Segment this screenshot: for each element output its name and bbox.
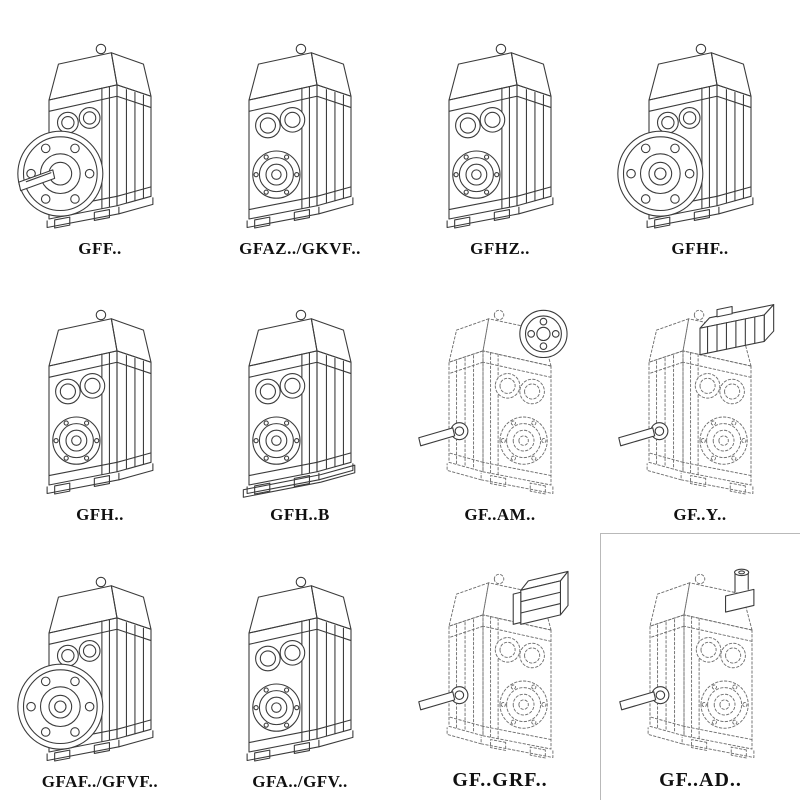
- product-model-label: GFA../GFV..: [252, 771, 348, 791]
- phantom-input-shaft-gearbox-drawing: [606, 562, 796, 766]
- phantom-motor-gearbox-drawing: [605, 298, 795, 502]
- product-cell: GF..AD..: [600, 533, 800, 800]
- product-cell: GFH..: [0, 267, 200, 534]
- flange-shaft-gearbox-drawing: [5, 32, 195, 236]
- product-model-label: GF..Y..: [673, 505, 727, 525]
- product-model-label: GF..GRF..: [452, 768, 548, 791]
- product-cell: GFH..B: [200, 267, 400, 534]
- product-model-label: GFHZ..: [470, 238, 530, 258]
- phantom-adapter-gearbox-drawing: [405, 562, 595, 766]
- product-cell: GF..AM..: [400, 267, 600, 534]
- front-bores-gearbox-drawing: [5, 298, 195, 502]
- product-model-label: GFH..: [76, 505, 124, 525]
- front-bores-gearbox-drawing: [205, 565, 395, 769]
- flange-hollow-gearbox-drawing: [605, 32, 795, 236]
- product-cell: GFHZ..: [400, 0, 600, 267]
- product-cell: GFHF..: [600, 0, 800, 267]
- product-model-label: GF..AD..: [659, 768, 742, 791]
- product-model-label: GFH..B: [270, 505, 330, 525]
- front-bores-foot-gearbox-drawing: [205, 298, 395, 502]
- product-cell: GFAF../GFVF..: [0, 533, 200, 800]
- product-cell: GF..GRF..: [400, 533, 600, 800]
- front-bores-gearbox-drawing: [205, 32, 395, 236]
- product-cell: GFF..: [0, 0, 200, 267]
- product-cell: GFA../GFV..: [200, 533, 400, 800]
- product-cell: GF..Y..: [600, 267, 800, 534]
- product-model-label: GFAF../GFVF..: [41, 771, 159, 791]
- front-bores-gearbox-drawing: [405, 32, 595, 236]
- flange-hollow-gearbox-drawing: [5, 565, 195, 769]
- product-model-label: GFAZ../GKVF..: [239, 238, 361, 258]
- product-model-label: GFHF..: [671, 238, 729, 258]
- product-model-label: GF..AM..: [464, 505, 536, 525]
- product-model-label: GFF..: [78, 238, 122, 258]
- product-cell: GFAZ../GKVF..: [200, 0, 400, 267]
- phantom-input-flange-gearbox-drawing: [405, 298, 595, 502]
